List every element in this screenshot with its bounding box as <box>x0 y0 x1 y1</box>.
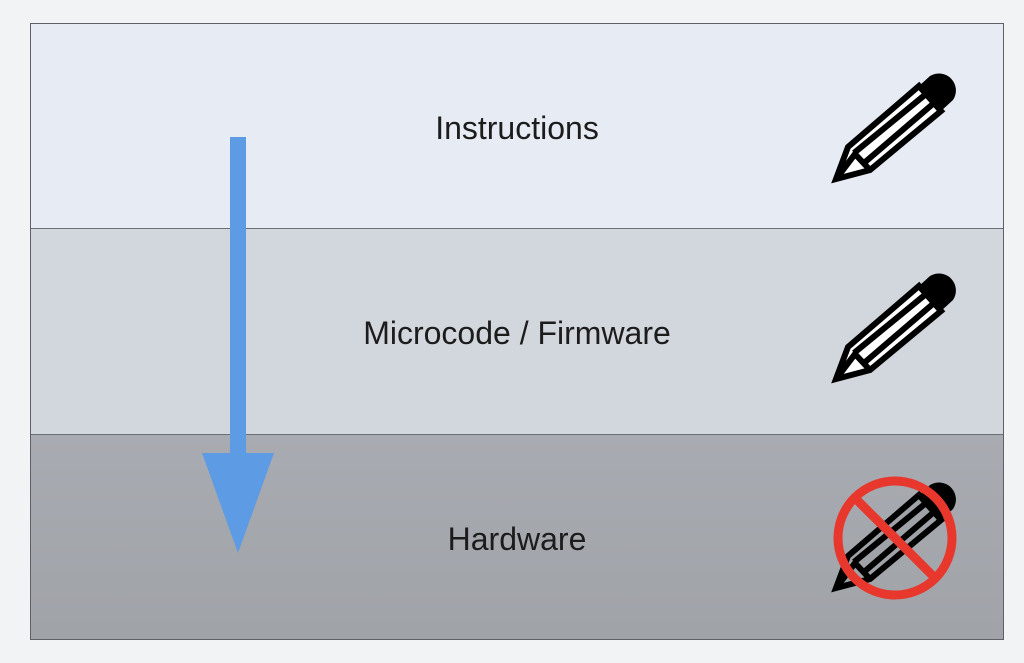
prohibit-icon <box>833 476 957 600</box>
abstraction-stack: Instructions Microcode / Firmware <box>30 23 1004 640</box>
down-arrow-icon <box>200 137 276 555</box>
layer-label-instructions: Instructions <box>435 110 599 146</box>
layer-microcode-firmware: Microcode / Firmware <box>31 229 1003 435</box>
pencil-prohibited-icon <box>831 475 961 603</box>
layer-instructions: Instructions <box>31 24 1003 229</box>
layer-label-microcode-firmware: Microcode / Firmware <box>363 315 671 351</box>
layer-hardware: Hardware <box>31 435 1003 639</box>
pencil-icon <box>831 266 961 386</box>
pencil-icon <box>831 66 961 186</box>
layer-label-hardware: Hardware <box>447 521 587 557</box>
